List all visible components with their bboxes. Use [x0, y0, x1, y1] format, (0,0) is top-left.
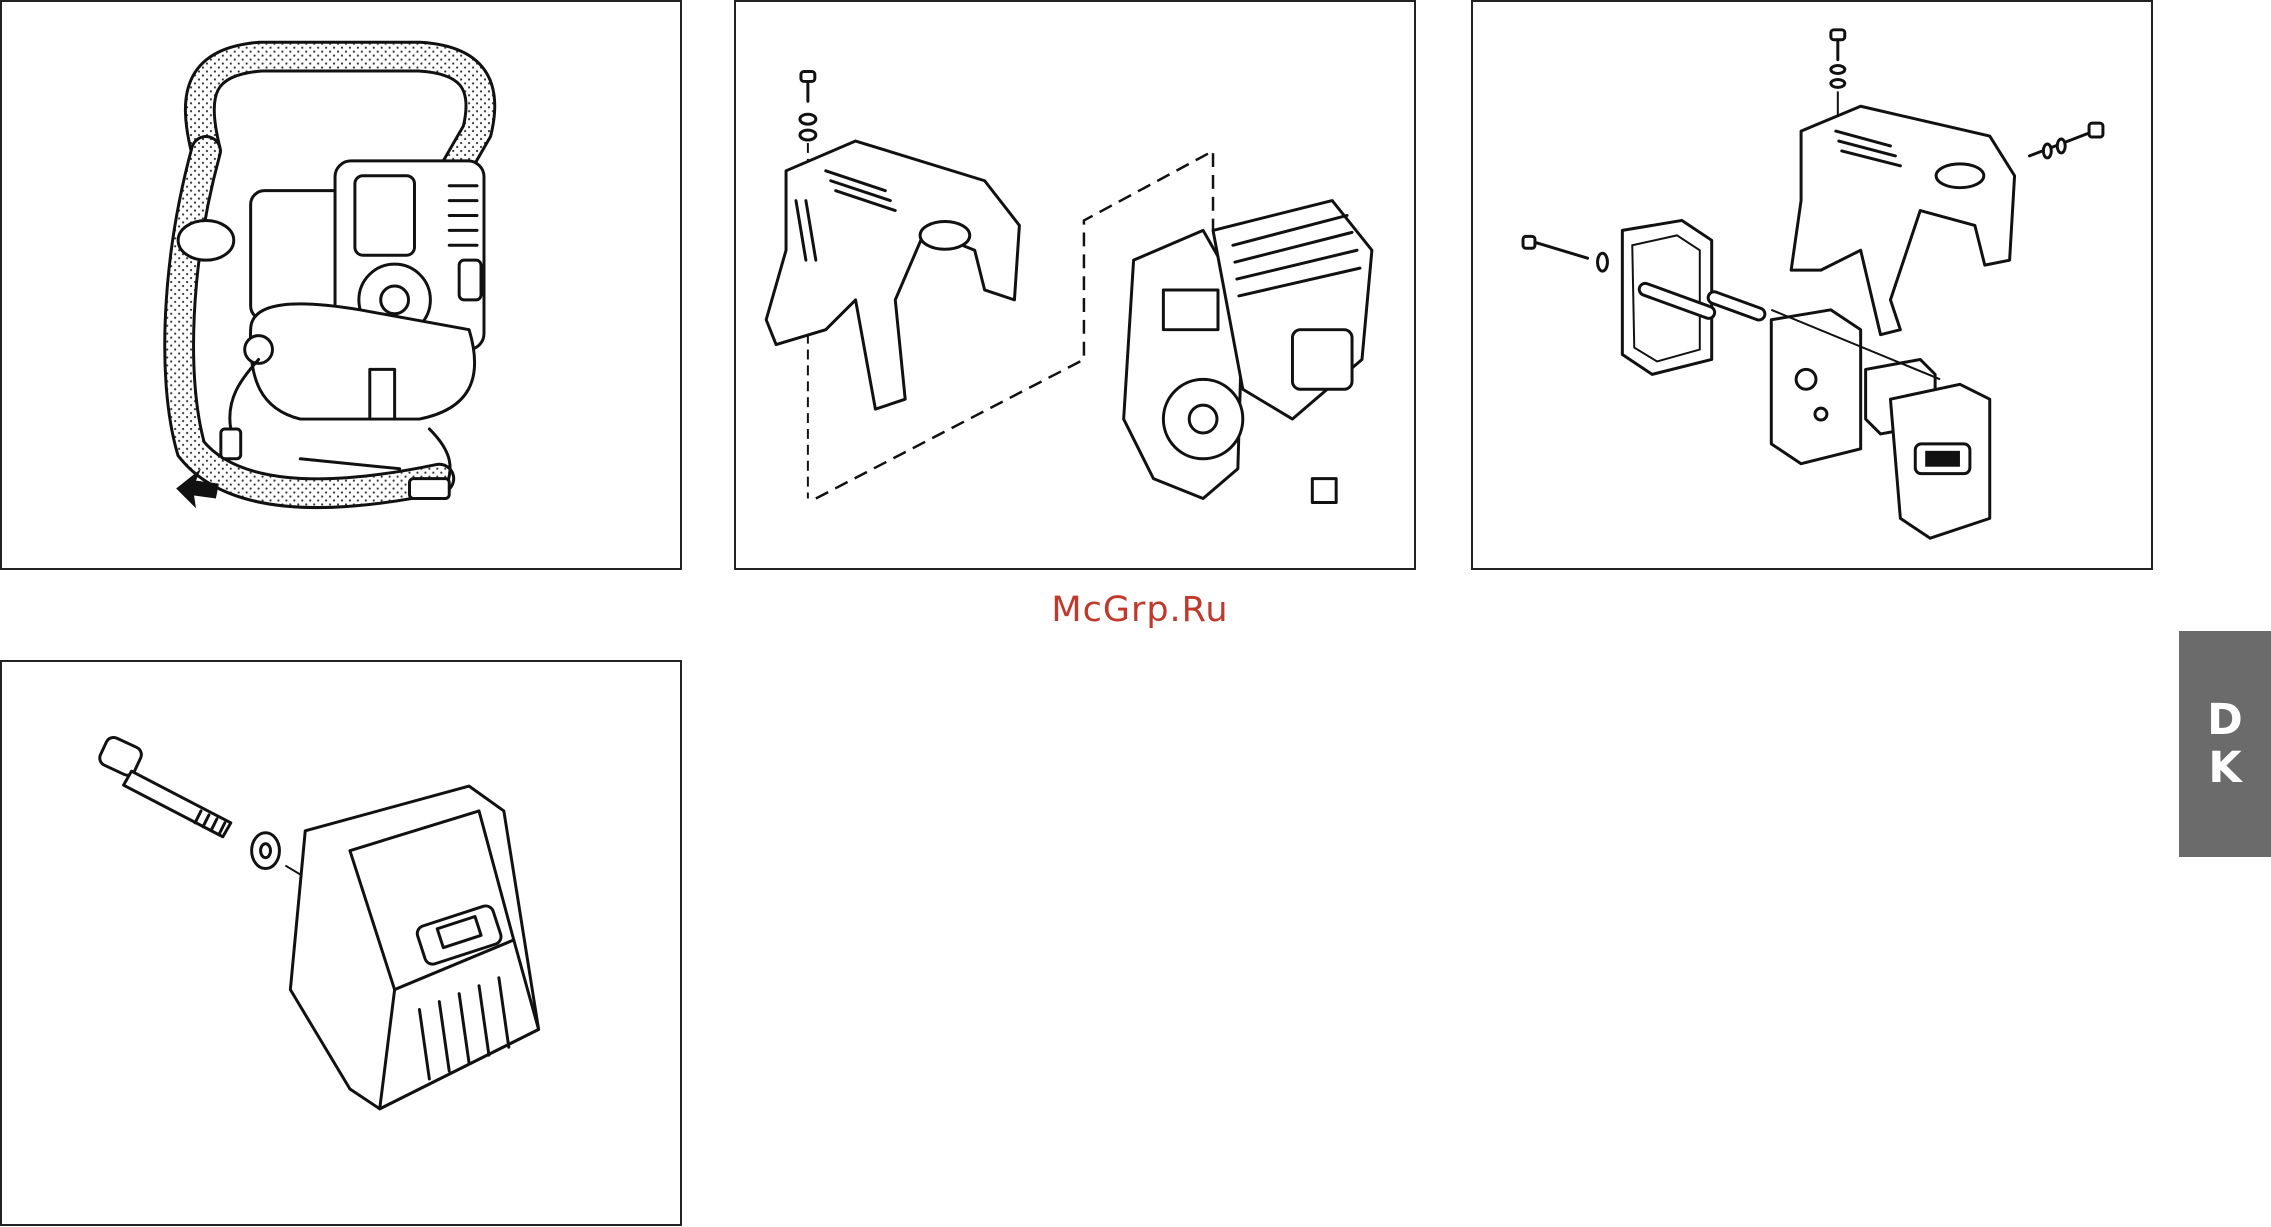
watermark-text: McGrp.Ru	[1040, 590, 1240, 630]
engine-cover-icon	[736, 2, 1414, 568]
figure-panel-backpack-engine	[0, 0, 682, 570]
muffler-exploded-icon	[1473, 2, 2151, 568]
language-tab-letter-2: K	[2208, 744, 2241, 792]
backpack-engine-icon	[2, 2, 680, 568]
figure-panel-muffler-exploded	[1471, 0, 2153, 570]
figure-panel-muffler-bolt	[0, 660, 682, 1226]
figure-panel-engine-cover	[734, 0, 1416, 570]
language-tab-letter-1: D	[2207, 696, 2243, 744]
language-tab: D K	[2179, 631, 2271, 857]
muffler-bolt-icon	[2, 662, 680, 1224]
